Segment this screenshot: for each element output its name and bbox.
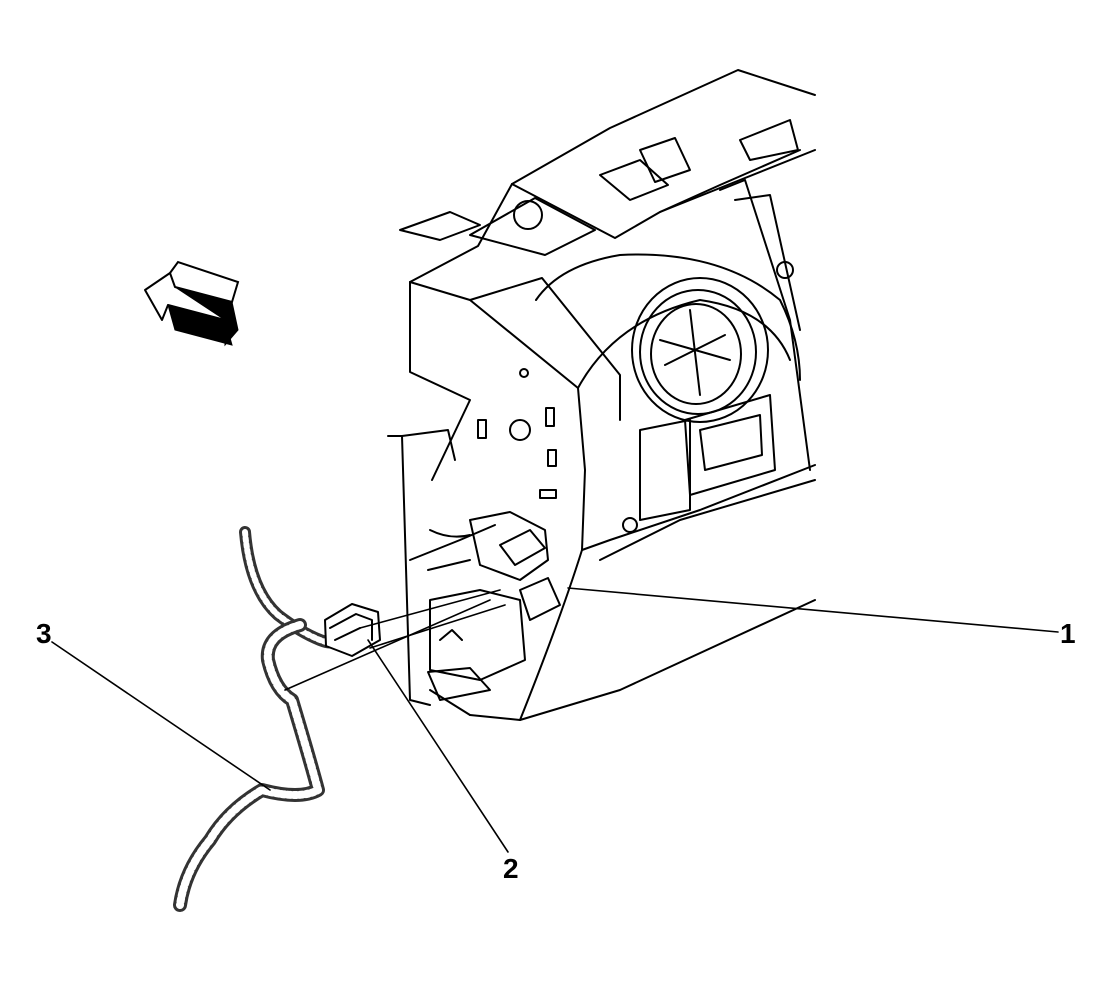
callout-label-1: 1 bbox=[1060, 618, 1076, 649]
callout-3-leader bbox=[51, 641, 271, 791]
direction-arrow-icon bbox=[144, 260, 240, 347]
callout-1-leader bbox=[567, 587, 1059, 633]
instrument-panel bbox=[387, 69, 816, 721]
callout-label-2: 2 bbox=[503, 853, 519, 884]
harness-connector bbox=[324, 603, 381, 657]
callout-2-leader bbox=[367, 639, 509, 853]
installation-guide-lines bbox=[284, 589, 506, 691]
wiring-harness bbox=[173, 526, 347, 912]
callout-label-3: 3 bbox=[36, 618, 52, 649]
callout-leaders bbox=[51, 587, 1059, 853]
